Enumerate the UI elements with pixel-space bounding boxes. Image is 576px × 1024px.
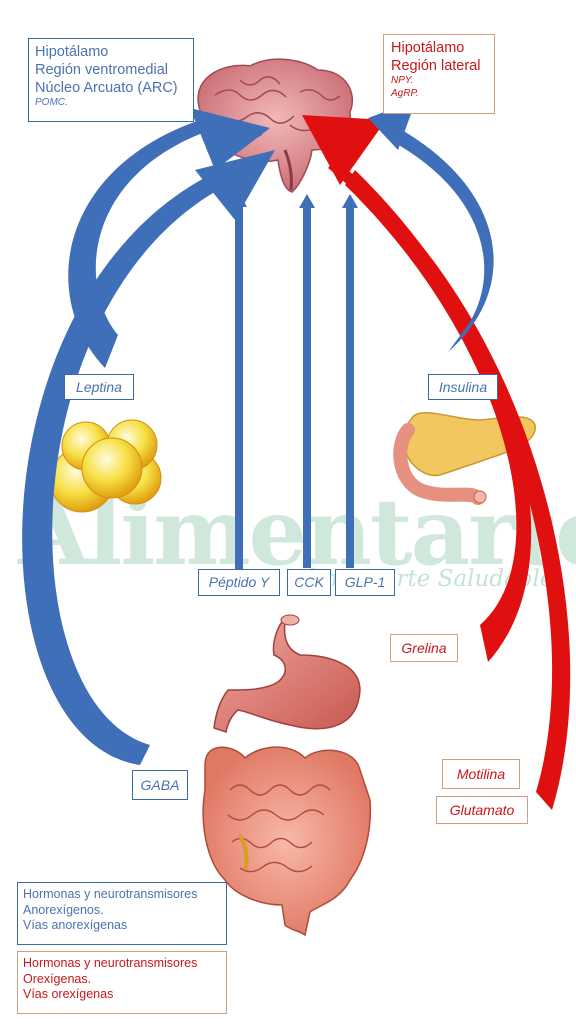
hypothalamus-lateral-box: Hipotálamo Región lateral NPY. AgRP. [383,34,495,114]
glutamato-label: Glutamato [436,796,528,824]
motilina-label: Motilina [442,759,520,789]
arrow-glp1 [342,194,358,568]
legend-line: Hormonas y neurotransmisores [23,956,198,970]
hypothalamus-vm-line: Hipotálamo [35,44,109,60]
stomach-illustration [213,614,361,733]
pomc-label: POMC. [35,97,68,109]
npy-label: NPY. [391,75,414,87]
arrow-grelina [302,115,532,662]
arrow-leptina [68,108,270,368]
hypothalamus-lat-line: Hipotálamo [391,40,465,56]
legend-line: Vías orexígenas [23,987,114,1002]
legend-anorexigenic: Hormonas y neurotransmisores Anorexígeno… [17,882,227,945]
gaba-label: GABA [132,770,188,800]
peptido-y-label: Péptido Y [198,569,280,596]
arrow-cck [299,194,315,568]
intestines-illustration [202,746,372,937]
hypothalamus-ventromedial-box: Hipotálamo Región ventromedial Núcleo Ar… [28,38,194,122]
glp1-label: GLP-1 [335,569,395,596]
adipocytes-illustration [49,419,162,513]
legend-line: Orexígenas. [23,971,92,986]
legend-line: Hormonas y neurotransmisores [23,887,198,901]
legend-orexigenic: Hormonas y neurotransmisores Orexígenas.… [17,951,227,1014]
leptina-label: Leptina [64,374,134,400]
arrow-motilina-glutamato [328,160,571,810]
cck-label: CCK [287,569,331,596]
arrow-peptido-y [231,192,247,569]
insulina-label: Insulina [428,374,498,400]
grelina-label: Grelina [390,634,458,662]
hypothalamus-vm-line: Región ventromedial [35,62,168,79]
legend-line: Anorexígenos. [23,902,104,917]
hypothalamus-vm-line: Núcleo Arcuato (ARC) [35,80,178,97]
hypothalamus-lat-line: Región lateral [391,58,481,75]
agrp-label: AgRP. [391,87,419,99]
legend-line: Vías anorexígenas [23,918,128,933]
